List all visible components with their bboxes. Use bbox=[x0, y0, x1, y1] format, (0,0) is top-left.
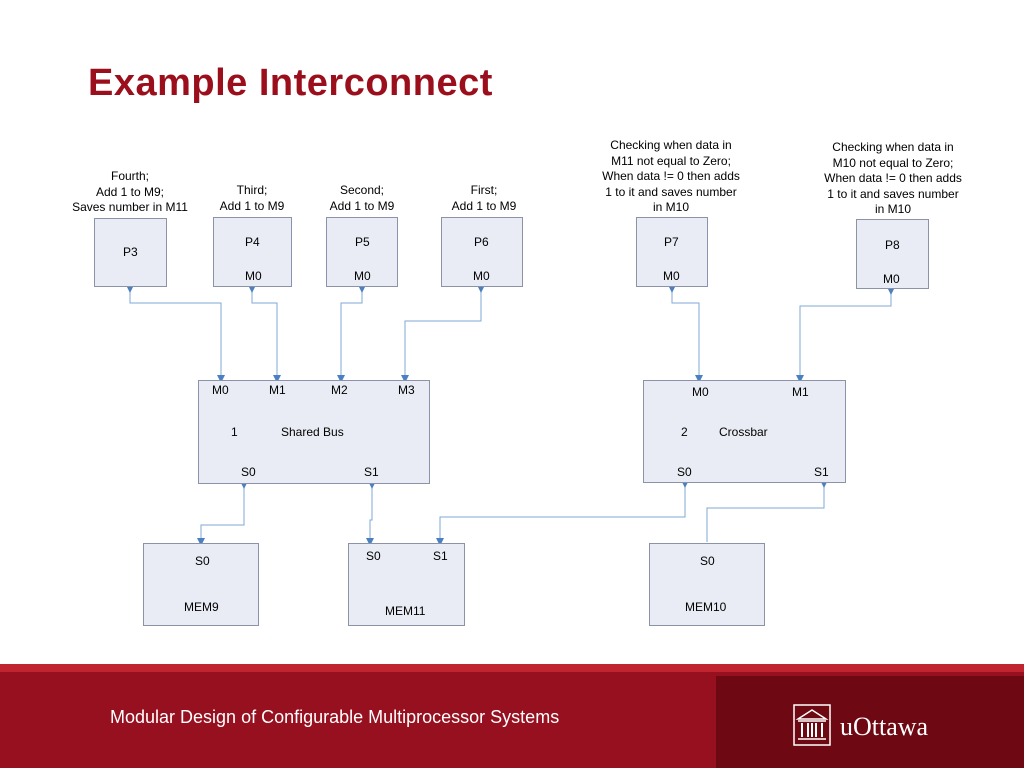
mem-label: MEM9 bbox=[184, 600, 219, 614]
processor-port: M0 bbox=[354, 269, 371, 283]
processor-label: P3 bbox=[123, 245, 138, 259]
university-logo-text: uOttawa bbox=[840, 712, 929, 741]
p8-note: Checking when data in M10 not equal to Z… bbox=[824, 140, 962, 216]
link-p3-m0 bbox=[126, 285, 225, 383]
bus-name: Shared Bus bbox=[281, 425, 344, 439]
processor-port: M0 bbox=[473, 269, 490, 283]
link-xbar-s1-mem10 bbox=[706, 480, 828, 542]
memory-mem11: S0 S1 MEM11 bbox=[348, 543, 465, 626]
xbar-master-m0: M0 bbox=[692, 385, 709, 399]
processor-p6: P6 M0 bbox=[441, 217, 523, 287]
processor-label: P8 bbox=[885, 238, 900, 252]
xbar-id: 2 bbox=[681, 425, 688, 439]
footer-title: Modular Design of Configurable Multiproc… bbox=[110, 707, 560, 727]
processor-p4: P4 M0 bbox=[213, 217, 292, 287]
bus-master-m0: M0 bbox=[212, 383, 229, 397]
connector-lines bbox=[126, 285, 895, 546]
mem-port-s0: S0 bbox=[366, 549, 381, 563]
xbar-slave-s0: S0 bbox=[677, 465, 692, 479]
processor-label: P4 bbox=[245, 235, 260, 249]
p6-note: First; Add 1 to M9 bbox=[451, 183, 517, 213]
processor-port: M0 bbox=[245, 269, 262, 283]
bus-slave-s1: S1 bbox=[364, 465, 379, 479]
processor-p7: P7 M0 bbox=[636, 217, 708, 287]
processor-label: P7 bbox=[664, 235, 679, 249]
processor-port: M0 bbox=[663, 269, 680, 283]
bus-master-m2: M2 bbox=[331, 383, 348, 397]
shared-bus: M0 M1 M2 M3 1 Shared Bus S0 S1 bbox=[198, 380, 430, 484]
xbar-name: Crossbar bbox=[719, 425, 768, 439]
bus-id: 1 bbox=[231, 425, 238, 439]
xbar-slave-s1: S1 bbox=[814, 465, 829, 479]
bus-slave-s0: S0 bbox=[241, 465, 256, 479]
link-bus-s1-mem11 bbox=[366, 481, 376, 546]
slide-title: Example Interconnect bbox=[88, 62, 493, 104]
p7-note: Checking when data in M11 not equal to Z… bbox=[602, 138, 740, 214]
mem-label: MEM11 bbox=[385, 604, 426, 618]
mem-label: MEM10 bbox=[685, 600, 727, 614]
p4-note: Third; Add 1 to M9 bbox=[219, 183, 285, 213]
link-p8-xm1 bbox=[796, 287, 895, 383]
link-p6-m3 bbox=[401, 285, 485, 383]
footer-logo-panel bbox=[716, 676, 1024, 768]
link-p4-m1 bbox=[248, 285, 281, 383]
processor-label: P6 bbox=[474, 235, 489, 249]
processor-p3: P3 bbox=[94, 218, 167, 287]
link-xbar-s0-mem11 bbox=[436, 480, 689, 546]
mem-port-s0: S0 bbox=[195, 554, 210, 568]
memory-mem10: S0 MEM10 bbox=[649, 543, 765, 626]
memory-mem9: S0 MEM9 bbox=[143, 543, 259, 626]
link-p7-xm0 bbox=[668, 285, 703, 383]
bus-master-m3: M3 bbox=[398, 383, 415, 397]
university-building-icon bbox=[793, 704, 831, 746]
mem-port-s1: S1 bbox=[433, 549, 448, 563]
p5-note: Second; Add 1 to M9 bbox=[329, 183, 395, 213]
bus-master-m1: M1 bbox=[269, 383, 286, 397]
processor-p5: P5 M0 bbox=[326, 217, 398, 287]
mem-port-s0: S0 bbox=[700, 554, 715, 568]
link-p5-m2 bbox=[337, 285, 366, 383]
xbar-master-m1: M1 bbox=[792, 385, 809, 399]
footer-top-stripe bbox=[0, 664, 1024, 672]
processor-p8: P8 M0 bbox=[856, 219, 929, 289]
crossbar: M0 M1 2 Crossbar S0 S1 bbox=[643, 380, 846, 483]
p3-note: Fourth; Add 1 to M9; Saves number in M11 bbox=[72, 169, 188, 214]
link-bus-s0-mem9 bbox=[197, 481, 248, 546]
processor-port: M0 bbox=[883, 272, 900, 286]
processor-label: P5 bbox=[355, 235, 370, 249]
